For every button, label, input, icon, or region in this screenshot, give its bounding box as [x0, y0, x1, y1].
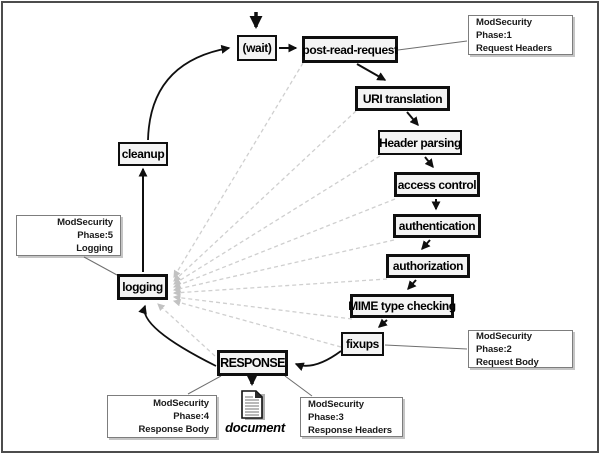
- node-access-control-label: access control: [397, 177, 477, 192]
- leader-phase3: [284, 375, 313, 397]
- node-uri-translation-label: URI translation: [362, 91, 443, 106]
- node-cleanup: cleanup: [118, 142, 168, 166]
- node-header-parsing-label: Header parsing: [379, 135, 461, 150]
- dashed-authn-to-logging: [172, 239, 395, 293]
- arrow-header-to-access: [424, 156, 434, 169]
- node-fixups: fixups: [341, 332, 384, 356]
- arrow-cleanup-to-wait: [147, 44, 231, 141]
- node-logging-label: logging: [122, 280, 163, 294]
- node-wait-label: (wait): [242, 41, 272, 55]
- node-response: RESPONSE: [217, 350, 288, 376]
- dashed-response-to-logging: [157, 303, 216, 357]
- node-mime-type-checking: MIME type checking: [348, 294, 456, 318]
- document-icon: [241, 390, 265, 420]
- annotation-phase5: ModSecurity Phase:5 Logging: [16, 215, 121, 256]
- annotation-phase2-line2: Request Body: [476, 356, 539, 368]
- arrow-authz-to-mime: [407, 279, 417, 291]
- node-authentication-label: authentication: [398, 219, 476, 233]
- node-authentication: authentication: [393, 214, 481, 238]
- annotation-phase3-line1: ModSecurity Phase:3: [308, 398, 364, 423]
- arrow-uri-to-header: [406, 111, 419, 127]
- dashed-header-to-logging: [173, 155, 381, 285]
- annotation-phase1: ModSecurity Phase:1 Request Headers: [468, 15, 573, 55]
- dashed-authz-to-logging: [172, 278, 388, 297]
- arrow-postread-to-uri: [356, 63, 387, 81]
- node-logging: logging: [117, 274, 168, 300]
- leader-phase4: [187, 375, 222, 395]
- node-access-control: access control: [394, 172, 480, 197]
- leader-phase1: [397, 40, 468, 51]
- annotation-phase3: ModSecurity Phase:3 Response Headers: [300, 397, 403, 437]
- annotation-phase4: ModSecurity Phase:4 Response Body: [107, 395, 217, 438]
- arrow-authn-to-authz: [421, 239, 431, 251]
- node-response-label: RESPONSE: [220, 356, 285, 370]
- annotation-phase3-line2: Response Headers: [308, 424, 392, 436]
- annotation-phase2-line1: ModSecurity Phase:2: [476, 330, 532, 355]
- node-wait: (wait): [237, 35, 277, 61]
- node-post-read-request: post-read-request: [302, 36, 398, 63]
- document-label: document: [225, 420, 285, 435]
- dashed-postread-to-logging: [173, 62, 304, 278]
- leader-phase5: [83, 256, 118, 276]
- dashed-access-to-logging: [172, 198, 396, 289]
- leader-phase2: [384, 344, 468, 350]
- annotation-phase1-line1: ModSecurity Phase:1: [476, 16, 532, 41]
- annotation-phase5-line2: Logging: [76, 243, 113, 254]
- node-cleanup-label: cleanup: [121, 147, 165, 161]
- node-authorization-label: authorization: [392, 259, 464, 273]
- arrow-response-to-logging: [138, 304, 217, 367]
- dashed-mime-to-logging: [172, 294, 353, 320]
- annotation-phase2: ModSecurity Phase:2 Request Body: [468, 330, 573, 368]
- annotation-phase5-line1: ModSecurity Phase:5: [57, 217, 113, 241]
- node-header-parsing: Header parsing: [378, 130, 462, 155]
- node-authorization: authorization: [386, 254, 470, 278]
- dashed-uri-to-logging: [173, 110, 357, 282]
- dashed-fixups-to-logging: [172, 299, 342, 348]
- node-fixups-label: fixups: [346, 337, 379, 351]
- node-uri-translation: URI translation: [355, 86, 450, 111]
- annotation-phase4-line1: ModSecurity Phase:4: [153, 398, 209, 422]
- node-post-read-request-label: post-read-request: [302, 42, 398, 57]
- node-mime-type-checking-label: MIME type checking: [348, 299, 456, 313]
- arrow-fixups-to-response: [294, 350, 342, 371]
- arrow-mime-to-fixups: [377, 318, 388, 328]
- annotation-phase4-line2: Response Body: [138, 424, 210, 435]
- annotation-phase1-line2: Request Headers: [476, 42, 553, 54]
